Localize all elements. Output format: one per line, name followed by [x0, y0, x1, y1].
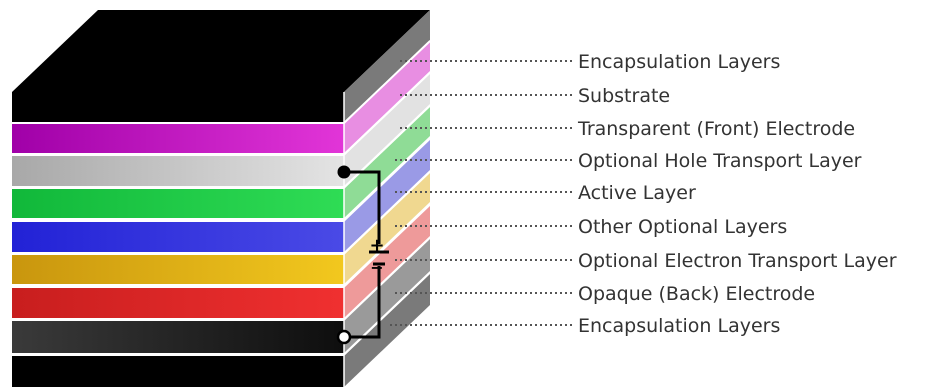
- layer-front-electron-transport: [12, 288, 344, 318]
- layer-side-back-electrode: [344, 239, 430, 353]
- side-separator: [343, 137, 431, 221]
- side-separator: [343, 104, 431, 189]
- label-active: Active Layer: [578, 182, 696, 204]
- circuit-wire-top: [344, 170, 381, 244]
- layer-front-transparent-electrode: [12, 156, 344, 186]
- layer-side-other-optional: [344, 173, 430, 284]
- battery-minus-sign: −: [370, 258, 383, 277]
- negative-terminal: [336, 329, 352, 345]
- label-transparent-electrode: Transparent (Front) Electrode: [577, 118, 855, 140]
- layer-side-transparent-electrode: [344, 74, 430, 186]
- side-separator: [343, 271, 431, 356]
- label-other-optional: Other Optional Layers: [578, 216, 787, 238]
- layer-side-substrate: [344, 42, 430, 153]
- layer-side-active: [344, 140, 430, 252]
- layer-front-hole-transport: [12, 189, 344, 218]
- side-separator: [343, 203, 431, 287]
- side-separator: [343, 71, 431, 156]
- circuit-wire-bottom: [350, 266, 381, 339]
- layer-front-active: [12, 222, 344, 252]
- label-back-electrode: Opaque (Back) Electrode: [578, 283, 815, 305]
- top-face: [12, 10, 430, 92]
- layer-front-encapsulation-bottom: [12, 356, 344, 387]
- positive-terminal: [337, 165, 351, 179]
- side-separator: [343, 170, 431, 255]
- layer-stack: [12, 10, 431, 387]
- side-separator: [343, 236, 431, 321]
- layer-front-back-electrode: [12, 321, 344, 353]
- layer-labels: Encapsulation LayersSubstrateTransparent…: [390, 51, 897, 337]
- label-substrate: Substrate: [578, 85, 670, 107]
- label-encapsulation-top: Encapsulation Layers: [578, 51, 780, 73]
- layer-front-substrate: [12, 124, 344, 153]
- layer-side-electron-transport: [344, 206, 430, 318]
- layer-front-encapsulation-top: [12, 92, 344, 122]
- label-electron-transport: Optional Electron Transport Layer: [578, 250, 897, 272]
- layer-side-encapsulation-bottom: [344, 274, 430, 387]
- label-hole-transport: Optional Hole Transport Layer: [578, 150, 862, 172]
- layer-side-encapsulation-top: [344, 10, 430, 122]
- layer-front-other-optional: [12, 255, 344, 284]
- side-separator: [343, 40, 431, 124]
- label-encapsulation-bottom: Encapsulation Layers: [578, 315, 780, 337]
- circuit: +−: [336, 165, 389, 345]
- battery-plus-sign: +: [369, 235, 384, 256]
- layer-side-hole-transport: [344, 107, 430, 218]
